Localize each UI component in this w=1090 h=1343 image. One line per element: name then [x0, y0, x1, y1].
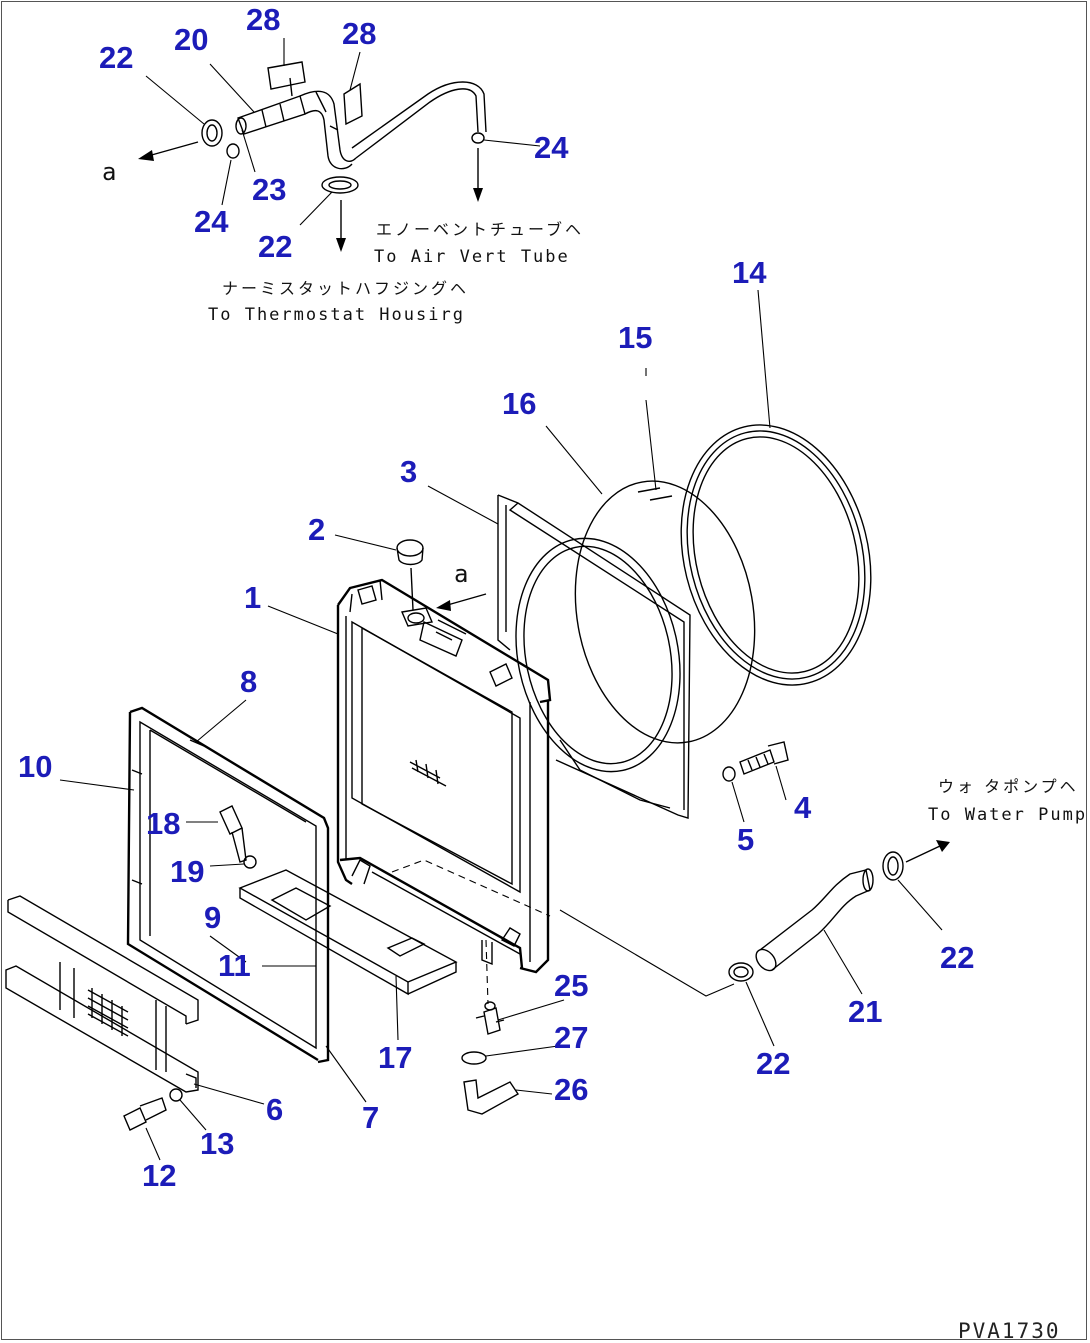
ref-a-top: a: [102, 158, 116, 186]
bracket-17: [238, 869, 458, 996]
callout-18: 18: [146, 806, 180, 841]
note-water-pump-jp: ウォ タポンプヘ: [938, 777, 1079, 796]
callout-20: 20: [174, 22, 208, 57]
callout-12: 12: [142, 1158, 176, 1193]
callout-26: 26: [554, 1072, 588, 1107]
callout-17: 17: [378, 1040, 412, 1075]
callout-22-top: 22: [99, 40, 133, 75]
air-vent-tube: [355, 88, 479, 159]
clamp-22-hose-right: [882, 851, 904, 881]
clip-28: [343, 82, 363, 126]
note-thermostat-jp: ナーミスタットハフジングヘ: [222, 279, 469, 298]
callout-2: 2: [308, 512, 325, 547]
lower-hose-21: [755, 868, 874, 972]
shroud-ring-16: [574, 480, 756, 744]
callout-6: 6: [266, 1092, 283, 1127]
clamp-22-lower: [321, 176, 359, 194]
callout-16: 16: [502, 386, 536, 421]
callout-10: 10: [18, 749, 52, 784]
radiator-cap-2: [396, 539, 424, 611]
callout-4: 4: [794, 790, 812, 825]
upper-hose-assembly: [201, 61, 487, 194]
leader-lines: [59, 38, 943, 1161]
washer-19: [243, 855, 257, 869]
side-panel-8: [126, 706, 330, 1064]
callout-27: 27: [554, 1020, 588, 1055]
callout-22-right: 22: [940, 940, 974, 975]
lower-guard-6: [5, 895, 199, 1093]
bolt-18: [219, 805, 247, 863]
nut-24-left: [226, 143, 240, 159]
callout-7: 7: [362, 1100, 379, 1135]
bolt-4: [739, 741, 789, 775]
callout-28-right: 28: [342, 16, 376, 51]
drain-hose-26: [463, 1079, 520, 1115]
callout-25: 25: [554, 968, 588, 1003]
callout-1: 1: [244, 580, 261, 615]
washer-13: [169, 1088, 183, 1102]
note-air-vent-jp: エノーベントチューブヘ: [376, 220, 584, 239]
note-water-pump-en: To Water Pump: [928, 805, 1087, 825]
drain-cock-25: [475, 1001, 505, 1035]
fan-shroud-3: [497, 494, 691, 819]
bolt-12: [123, 1097, 167, 1131]
callout-14: 14: [732, 255, 767, 290]
label-box-28: [267, 61, 306, 90]
washer-27: [461, 1051, 487, 1065]
clamp-22-left: [201, 119, 223, 147]
part-callouts: 22 20 28 28 23 24 22 24 14 15 16 3 2 1 8…: [18, 2, 974, 1193]
drawing-code: PVA1730: [958, 1319, 1061, 1343]
direction-notes: エノーベントチューブヘ To Air Vert Tube ナーミスタットハフジン…: [208, 220, 1087, 825]
fan-guard-ring-14: [680, 424, 872, 686]
callout-3: 3: [400, 454, 417, 489]
callout-21: 21: [848, 994, 882, 1029]
note-thermostat-en: To Thermostat Housirg: [208, 305, 465, 325]
callout-11: 11: [218, 948, 251, 983]
callout-8: 8: [240, 664, 257, 699]
callout-22-lower: 22: [258, 229, 292, 264]
callout-23: 23: [252, 172, 286, 207]
callout-15: 15: [618, 320, 652, 355]
callout-5: 5: [737, 822, 754, 857]
callout-19: 19: [170, 854, 204, 889]
radiator-1: [336, 578, 552, 974]
callout-22-bottom: 22: [756, 1046, 790, 1081]
callout-24-right: 24: [534, 130, 569, 165]
washer-5: [722, 766, 736, 782]
note-air-vent-en: To Air Vert Tube: [374, 247, 570, 267]
callout-24-left: 24: [194, 204, 229, 239]
callout-28-left: 28: [246, 2, 280, 37]
direction-arrows-top: [138, 141, 483, 252]
ref-a-mid: a: [454, 560, 468, 588]
hose-20: [237, 95, 306, 135]
nut-24-right: [471, 132, 485, 144]
callout-9: 9: [204, 900, 221, 935]
callout-13: 13: [200, 1126, 234, 1161]
clamp-22-hose-left: [728, 962, 754, 982]
ring-15-clip: [637, 487, 673, 501]
